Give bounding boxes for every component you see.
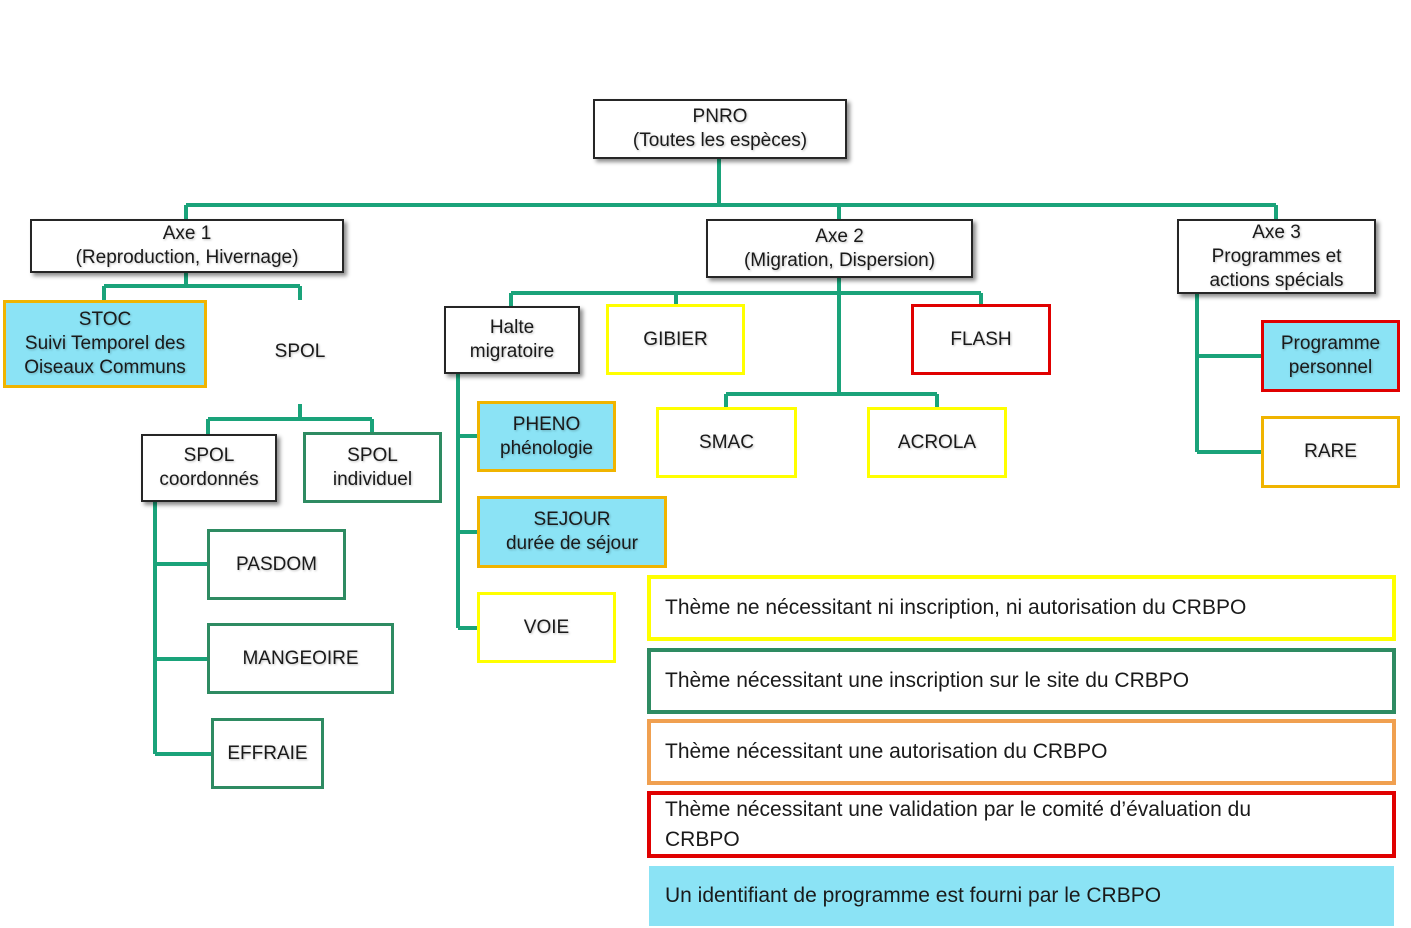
acrola-node: ACROLA (867, 407, 1007, 478)
flash-node: FLASH (911, 304, 1051, 375)
effraie-title: EFFRAIE (227, 742, 308, 764)
pheno-node: PHENO phénologie (477, 401, 616, 472)
spol-individuel-subtitle: individuel (332, 468, 413, 490)
axe2-title: Axe 2 (815, 225, 864, 247)
legend-blue-item: Un identifiant de programme est fourni p… (649, 866, 1394, 926)
axe3-title: Axe 3 (1252, 221, 1301, 243)
stoc-subtitle-line2: Oiseaux Communs (24, 357, 186, 378)
pheno-subtitle: phénologie (500, 437, 593, 459)
spol-coordonnes-subtitle: coordonnés (159, 469, 259, 490)
stoc-subtitle-line1: Suivi Temporel des (24, 333, 186, 354)
pnro-node: PNRO (Toutes les espèces) (593, 99, 847, 159)
spol-label: SPOL (250, 330, 350, 374)
legend-yellow-item: Thème ne nécessitant ni inscription, ni … (647, 575, 1396, 641)
spol-coordonnes-title: SPOL (183, 445, 235, 466)
effraie-node: EFFRAIE (211, 718, 324, 789)
programme-personnel-node: Programme personnel (1261, 320, 1400, 392)
rare-title: RARE (1304, 441, 1357, 462)
pnro-title: PNRO (692, 106, 748, 127)
spol-individuel-node: SPOL individuel (303, 432, 442, 503)
axe2-subtitle: (Migration, Dispersion) (743, 249, 936, 271)
acrola-title: ACROLA (897, 431, 977, 453)
voie-node: VOIE (477, 592, 616, 663)
gibier-node: GIBIER (606, 304, 745, 375)
spol-coordonnes-node: SPOL coordonnés (141, 434, 277, 502)
axe1-title: Axe 1 (162, 223, 212, 244)
axe3-subtitle-line2: actions spécials (1209, 269, 1344, 291)
legend-blue-text: Un identifiant de programme est fourni p… (665, 884, 1162, 907)
mangeoire-title: MANGEOIRE (242, 647, 359, 669)
axe1-node: Axe 1 (Reproduction, Hivernage) (30, 219, 344, 273)
legend-green-text: Thème nécessitant une inscription sur le… (665, 669, 1190, 692)
flash-title: FLASH (950, 328, 1012, 350)
voie-title: VOIE (523, 616, 570, 638)
pasdom-title: PASDOM (236, 553, 317, 575)
sejour-node: SEJOUR durée de séjour (477, 496, 667, 568)
stoc-title: STOC (78, 309, 132, 330)
halte-subtitle: migratoire (469, 341, 555, 362)
sejour-title: SEJOUR (533, 509, 611, 530)
legend-red-text: Thème nécessitant une validation par le … (665, 797, 1252, 851)
programme-personnel-title: Programme (1280, 333, 1381, 354)
axe2-node: Axe 2 (Migration, Dispersion) (706, 219, 973, 278)
smac-node: SMAC (656, 407, 797, 478)
mangeoire-node: MANGEOIRE (207, 623, 394, 694)
pasdom-node: PASDOM (207, 529, 346, 600)
legend-yellow-text: Thème ne nécessitant ni inscription, ni … (665, 596, 1247, 619)
axe3-subtitle-line1: Programmes et (1211, 245, 1342, 267)
rare-node: RARE (1261, 416, 1400, 488)
legend-orange-text: Thème nécessitant une autorisation du CR… (665, 740, 1108, 763)
pnro-subtitle: (Toutes les espèces) (632, 130, 808, 151)
legend-orange-item: Thème nécessitant une autorisation du CR… (647, 719, 1396, 785)
pheno-title: PHENO (512, 413, 581, 435)
axe3-node: Axe 3 Programmes et actions spécials (1177, 219, 1376, 294)
spol-title: SPOL (274, 341, 326, 362)
legend-red-item: Thème nécessitant une validation par le … (647, 791, 1396, 858)
sejour-subtitle: durée de séjour (505, 533, 639, 554)
spol-individuel-title: SPOL (347, 444, 398, 466)
axe1-subtitle: (Reproduction, Hivernage) (75, 247, 299, 268)
programme-personnel-subtitle: personnel (1288, 357, 1373, 378)
legend-green-item: Thème nécessitant une inscription sur le… (647, 648, 1396, 714)
stoc-node: STOC Suivi Temporel des Oiseaux Communs (3, 300, 207, 388)
smac-title: SMAC (699, 431, 754, 453)
gibier-title: GIBIER (643, 328, 708, 350)
halte-migratoire-node: Halte migratoire (444, 306, 580, 374)
halte-title: Halte (489, 317, 535, 338)
